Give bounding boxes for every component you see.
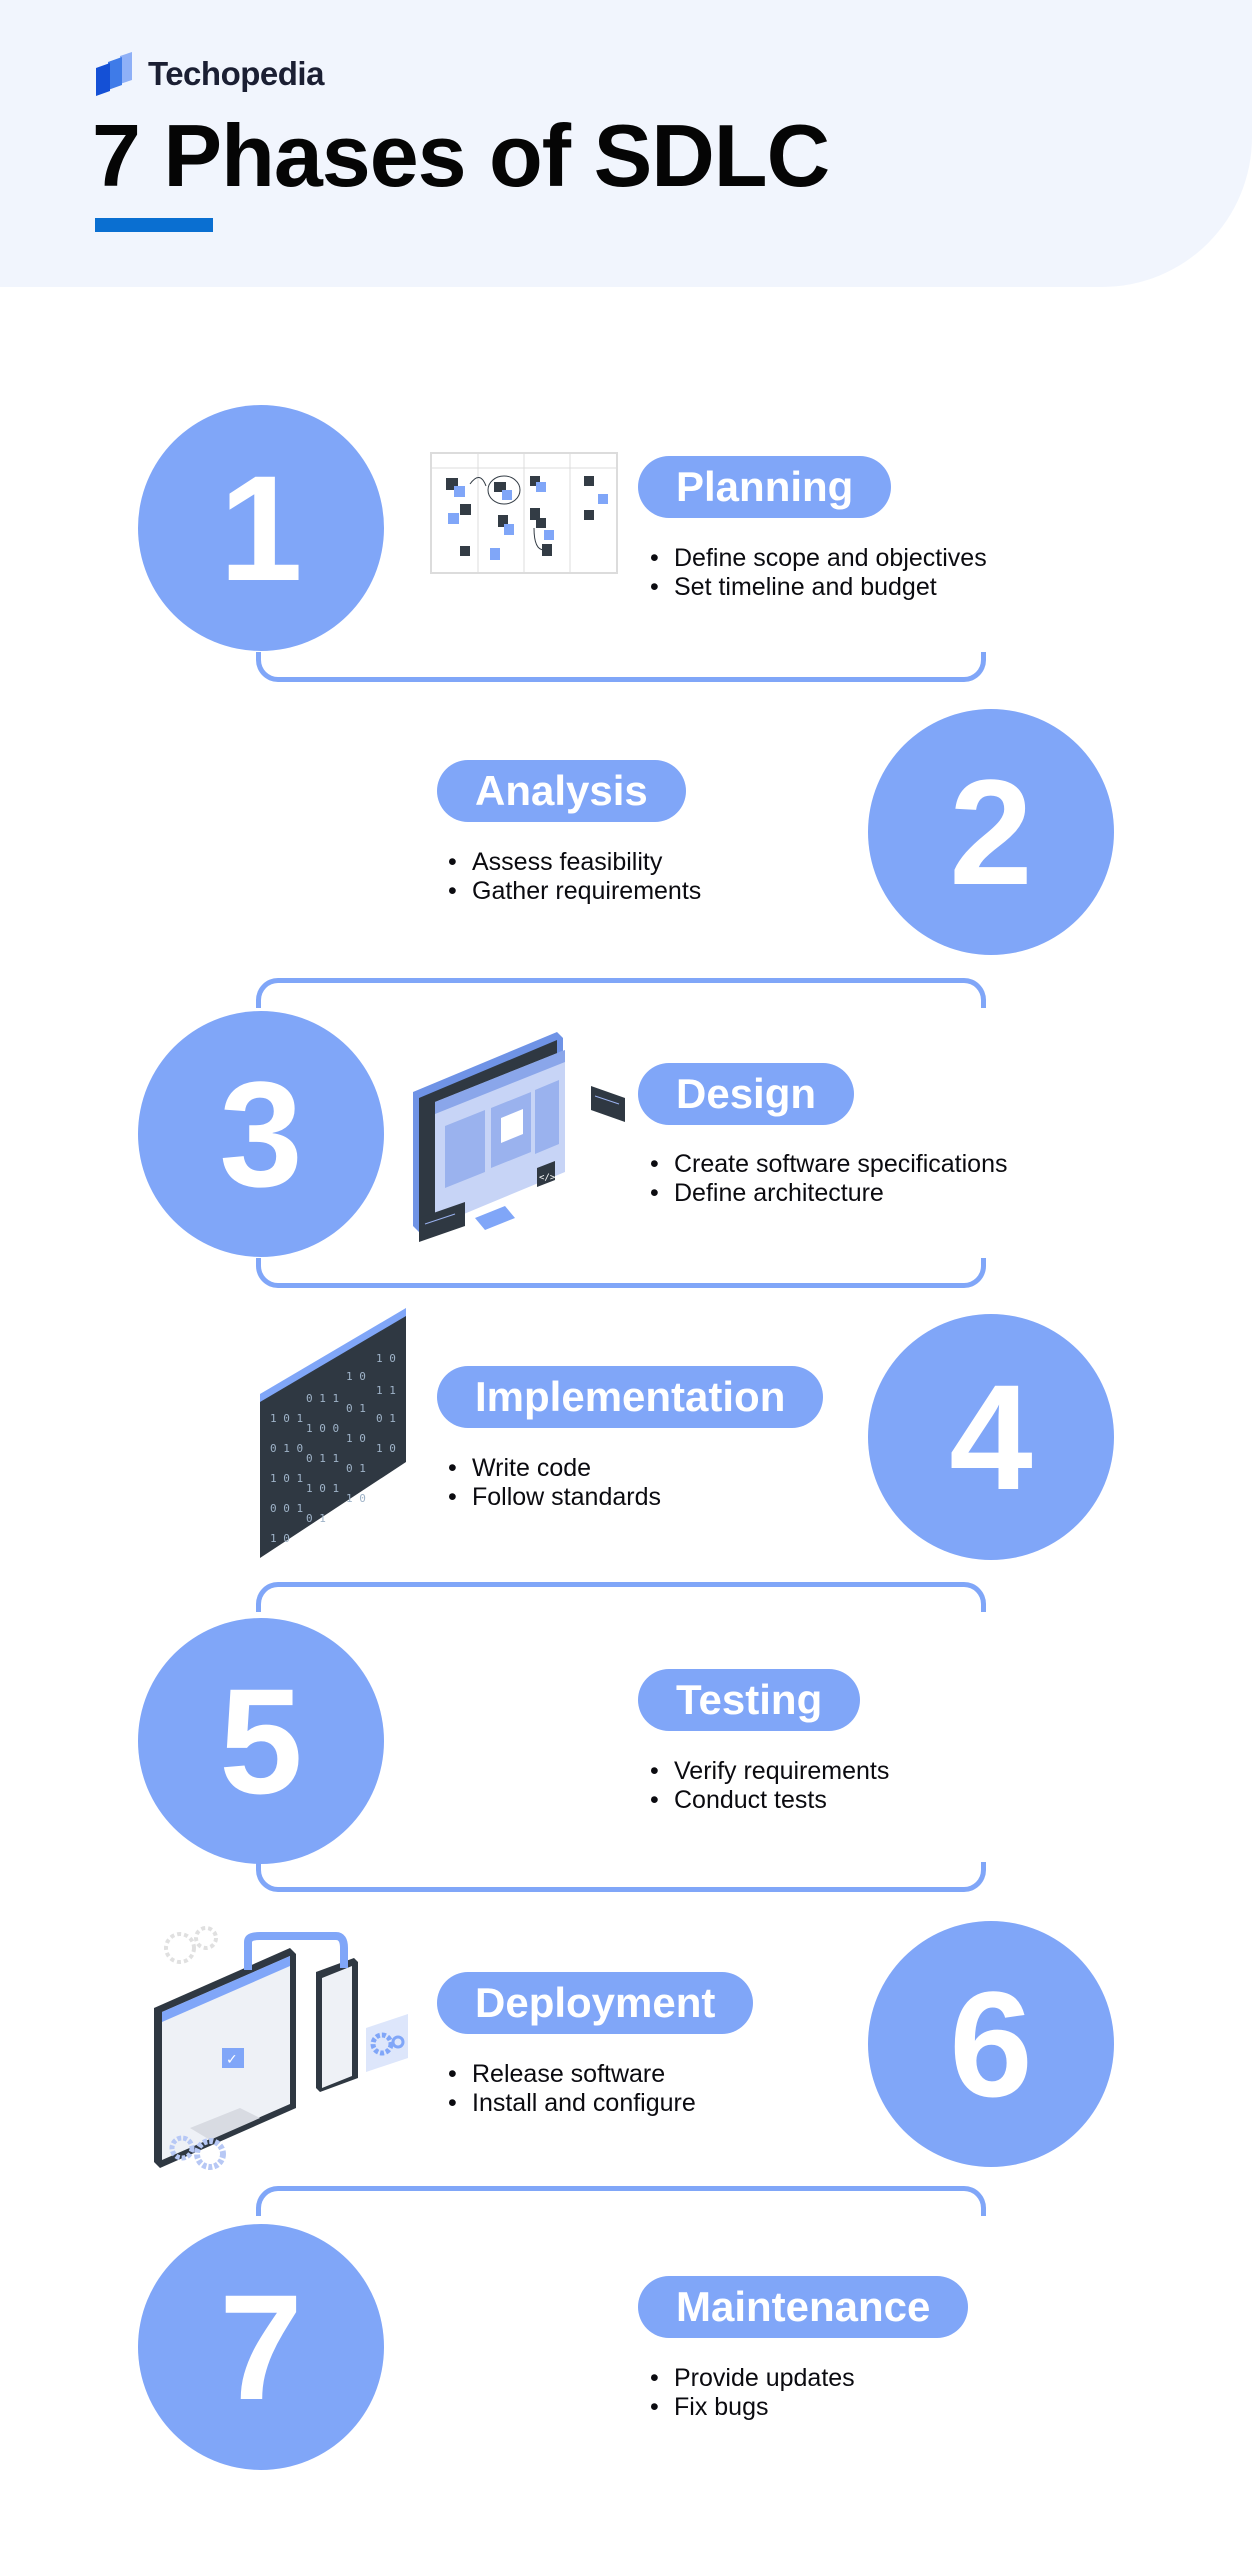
phase-title-pill: Testing (638, 1669, 861, 1731)
phase-bullets: Write code Follow standards (446, 1454, 661, 1512)
svg-text:✓: ✓ (226, 2052, 238, 2068)
bullet-item: Define architecture (648, 1179, 1007, 1208)
connector-6-7 (256, 2186, 986, 2216)
phase-title-pill: Analysis (437, 760, 686, 822)
bullet-item: Provide updates (648, 2364, 855, 2393)
connector-4-5 (256, 1582, 986, 1612)
phase-number-badge: 1 (138, 405, 384, 651)
phase-title-pill: Maintenance (638, 2276, 969, 2338)
phase-number-badge: 5 (138, 1618, 384, 1864)
svg-text:1 0: 1 0 (346, 1432, 366, 1445)
phase-number-badge: 2 (868, 709, 1114, 955)
bullet-item: Verify requirements (648, 1757, 889, 1786)
bullet-item: Write code (446, 1454, 661, 1483)
svg-text:1 0: 1 0 (376, 1352, 396, 1365)
svg-text:0 1 0: 0 1 0 (270, 1442, 303, 1455)
monitor-wireframe-icon: </> (405, 1022, 635, 1257)
bullet-item: Install and configure (446, 2089, 696, 2118)
phase-title-pill: Implementation (437, 1366, 824, 1428)
svg-text:1 0: 1 0 (376, 1442, 396, 1455)
svg-text:0 1: 0 1 (346, 1462, 366, 1475)
brand-logo[interactable]: Techopedia (94, 52, 324, 96)
bullet-item: Release software (446, 2060, 696, 2089)
header: Techopedia 7 Phases of SDLC (0, 0, 1252, 287)
bullet-item: Fix bugs (648, 2393, 855, 2422)
svg-text:1 0: 1 0 (270, 1532, 290, 1545)
svg-text:0 1 1: 0 1 1 (306, 1392, 339, 1405)
brand-name: Techopedia (148, 55, 324, 92)
svg-text:1 0: 1 0 (346, 1492, 366, 1505)
svg-text:0 1: 0 1 (306, 1512, 326, 1525)
svg-text:0 1: 0 1 (346, 1402, 366, 1415)
svg-text:1 0 0: 1 0 0 (306, 1422, 339, 1435)
phase-bullets: Create software specifications Define ar… (648, 1150, 1007, 1208)
bullet-item: Set timeline and budget (648, 573, 987, 602)
title-underline (95, 218, 213, 232)
bullet-item: Assess feasibility (446, 848, 701, 877)
bullet-item: Gather requirements (446, 877, 701, 906)
bullet-item: Follow standards (446, 1483, 661, 1512)
svg-text:1 1: 1 1 (376, 1384, 396, 1397)
phase-title-pill: Planning (638, 456, 892, 518)
phase-bullets: Define scope and objectives Set timeline… (648, 544, 987, 602)
connector-2-3 (256, 978, 986, 1008)
techopedia-logo-icon (94, 52, 138, 96)
svg-text:1 0: 1 0 (346, 1370, 366, 1383)
bullet-item: Create software specifications (648, 1150, 1007, 1179)
phase-bullets: Verify requirements Conduct tests (648, 1757, 889, 1815)
deploy-devices-gears-icon: ✓ (140, 1908, 420, 2183)
phase-title-pill: Design (638, 1063, 855, 1125)
bullet-item: Define scope and objectives (648, 544, 987, 573)
phase-number-badge: 6 (868, 1921, 1114, 2167)
bullet-item: Conduct tests (648, 1786, 889, 1815)
svg-text:0 0 1: 0 0 1 (270, 1502, 303, 1515)
kanban-board-icon (430, 452, 618, 579)
phase-title-pill: Deployment (437, 1972, 754, 2034)
svg-text:1 0 1: 1 0 1 (306, 1482, 339, 1495)
phase-bullets: Release software Install and configure (446, 2060, 696, 2118)
phase-number-badge: 4 (868, 1314, 1114, 1560)
phase-bullets: Provide updates Fix bugs (648, 2364, 855, 2422)
page-title: 7 Phases of SDLC (92, 106, 830, 205)
svg-text:</>: </> (539, 1173, 556, 1183)
svg-text:0 1: 0 1 (376, 1412, 396, 1425)
svg-text:1 0 1: 1 0 1 (270, 1412, 303, 1425)
svg-text:0 1 1: 0 1 1 (306, 1452, 339, 1465)
connector-3-4 (256, 1258, 986, 1288)
phase-bullets: Assess feasibility Gather requirements (446, 848, 701, 906)
phase-number-badge: 3 (138, 1011, 384, 1257)
svg-text:1 0 1: 1 0 1 (270, 1472, 303, 1485)
connector-1-2 (256, 652, 986, 682)
connector-5-6 (256, 1862, 986, 1892)
phase-number-badge: 7 (138, 2224, 384, 2470)
